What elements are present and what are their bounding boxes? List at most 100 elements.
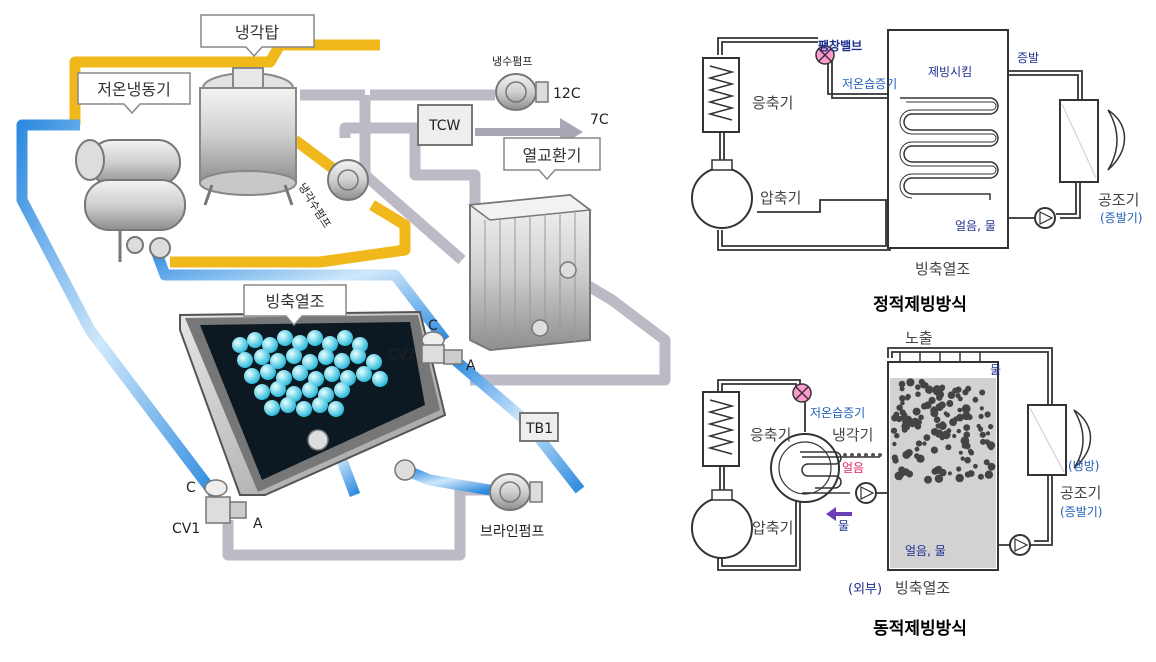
ice-particle	[964, 471, 972, 478]
ice-particle	[960, 456, 965, 461]
ice-particle	[930, 446, 939, 454]
ice-particle	[957, 396, 963, 402]
ice-particle	[957, 407, 963, 413]
cv1-label: CV1	[172, 521, 200, 537]
ice-particle	[900, 400, 905, 406]
heat-exchanger	[468, 193, 592, 352]
ice-particle	[914, 446, 920, 452]
ice-particle	[976, 423, 981, 429]
callout-cooling-tower: 냉각탑	[200, 14, 315, 58]
dynamic-ice-making-diagram: 노출 물 저온습증기 냉각기 응축기 얼음 (냉방) 물 압축기 공조기 (증발…	[691, 329, 1102, 639]
cv2-label: CV2	[388, 347, 416, 363]
ice-particle	[984, 411, 991, 418]
ice-particle	[980, 438, 986, 445]
valve-c-upper-label: C	[428, 318, 438, 334]
low-temp-chiller	[75, 139, 186, 262]
ice-particle	[978, 413, 984, 419]
ice-particle	[905, 393, 911, 400]
compressor-dynamic	[691, 489, 753, 559]
air-handler-dynamic-label: 공조기	[1060, 484, 1101, 502]
callout-chiller: 저온냉동기	[77, 72, 191, 115]
spray-label: 노출	[905, 329, 933, 347]
ice-particle	[890, 427, 898, 434]
compressor-static	[691, 159, 753, 229]
ice-particle	[952, 387, 959, 394]
ice-red-label: 얼음	[842, 461, 864, 475]
condenser-static	[702, 57, 740, 133]
static-refrigerant-lines	[717, 37, 895, 251]
ice-particle	[979, 389, 986, 396]
ice-particle	[985, 431, 991, 436]
ice-particle	[962, 411, 968, 417]
water-top-label: 물	[990, 363, 1001, 377]
water-left-label: 물	[838, 519, 849, 533]
condenser-static-label: 응축기	[752, 94, 793, 112]
ice-particle	[952, 433, 957, 439]
ice-particle	[973, 463, 978, 469]
ice-particle	[894, 433, 900, 439]
ice-tank-static	[887, 29, 1009, 249]
ice-particle	[956, 428, 961, 434]
ice-particle	[947, 471, 952, 476]
ice-particle	[983, 459, 990, 466]
valve-cv2	[421, 331, 463, 365]
valve-c-lower-label: C	[186, 480, 196, 496]
temp-12c-label: 12C	[553, 86, 581, 102]
ice-particle	[892, 441, 897, 447]
ice-particle	[945, 444, 952, 451]
static-air-handler-lines	[1008, 70, 1083, 219]
ice-particle	[896, 404, 903, 411]
ice-particle	[906, 378, 915, 387]
ice-tank-dynamic	[887, 361, 999, 571]
ice-particle	[932, 385, 942, 394]
static-caption: 정적제빙방식	[873, 295, 967, 315]
tb1-box	[519, 412, 559, 442]
ice-particle	[933, 416, 941, 424]
low-temp-evaporator-dynamic-label: 저온습증기	[810, 406, 865, 420]
ice-particle	[964, 456, 971, 464]
ice-particle	[946, 400, 954, 407]
ice-particle	[923, 434, 931, 441]
expansion-valve-label: 팽창밸브	[818, 38, 862, 53]
evaporation-label: 증발	[1017, 51, 1039, 65]
ice-tank-dynamic-label: 빙축열조	[895, 579, 950, 597]
ice-particle	[972, 396, 979, 403]
ice-water-static-label: 얼음, 물	[955, 219, 996, 233]
ice-tank-prefix-label: (외부)	[848, 582, 882, 597]
ice-particle	[915, 391, 921, 398]
heat-exchanger-label: 열교환기	[523, 146, 582, 165]
ice-tank-label: 빙축열조	[266, 292, 325, 311]
ice-particles	[890, 378, 996, 484]
chilled-water-pump-label: 냉수펌프	[492, 55, 532, 68]
ice-particle	[913, 418, 919, 424]
ice-particle	[941, 430, 951, 440]
ice-particle	[898, 380, 906, 388]
air-handler-dynamic-sub-label: (증발기)	[1060, 505, 1102, 519]
dynamic-caption: 동적제빙방식	[873, 619, 967, 639]
chilled-water-pump-icon	[495, 73, 549, 111]
static-ice-making-diagram: 팽창밸브 응축기 저온습증기 제빙시킴 증발 압축기 공조기 (증발기) 얼음,…	[691, 29, 1142, 315]
ice-particle	[977, 473, 984, 480]
ice-particle	[924, 475, 932, 484]
ice-particle	[899, 395, 906, 402]
ice-particle	[918, 414, 924, 421]
ice-particle	[955, 473, 964, 483]
spray-nozzles	[895, 352, 985, 363]
ice-particle	[956, 466, 962, 472]
ice-particle	[963, 431, 971, 439]
condenser-dynamic-label: 응축기	[750, 426, 791, 444]
cooling-water-pump-label: 냉각수펌프	[295, 181, 333, 231]
ice-particle	[947, 391, 956, 400]
ice-particle	[935, 403, 944, 412]
cooling-mode-label: (냉방)	[1068, 459, 1099, 473]
ice-particle	[963, 424, 971, 431]
ice-particle	[958, 450, 963, 455]
ice-particle	[899, 386, 905, 392]
ice-tank-static-label: 빙축열조	[915, 260, 970, 278]
ice-particle	[902, 412, 908, 418]
expansion-valve-icon	[815, 45, 835, 65]
ice-particle	[979, 406, 984, 411]
chiller-label: 저온냉동기	[97, 80, 171, 99]
